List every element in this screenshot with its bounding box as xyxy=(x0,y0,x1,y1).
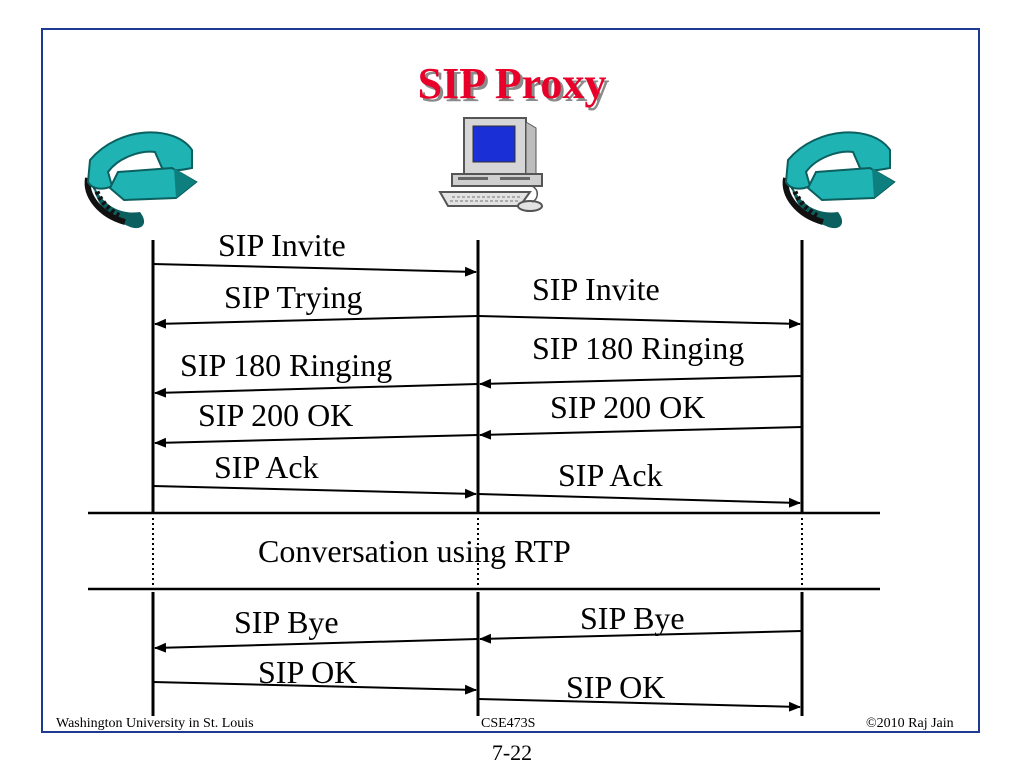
msg-label: SIP Invite xyxy=(532,271,660,307)
msg-label: SIP Bye xyxy=(580,600,685,636)
msg-label: SIP 200 OK xyxy=(198,397,354,433)
slide-title: SIP Proxy xyxy=(417,59,607,108)
arrow-bye-callee-to-proxy xyxy=(479,630,803,644)
right-telephone-icon xyxy=(782,131,896,229)
arrow-ok-callee-to-proxy xyxy=(479,426,803,440)
arrow-ok-caller-to-proxy xyxy=(152,681,477,695)
msg-label: SIP Ack xyxy=(558,457,663,493)
msg-label: SIP Ack xyxy=(214,449,319,485)
arrow-ok-proxy-to-callee xyxy=(477,698,801,712)
msg-label: SIP OK xyxy=(566,669,666,705)
msg-label: SIP 180 Ringing xyxy=(180,347,393,383)
arrow-ringing-proxy-to-caller xyxy=(154,383,479,398)
footer-right: ©2010 Raj Jain xyxy=(866,716,954,731)
proxy-computer-icon xyxy=(438,117,543,212)
arrow-invite-caller-to-proxy xyxy=(152,263,477,277)
msg-label: SIP 200 OK xyxy=(550,389,706,425)
arrow-ack-proxy-to-callee xyxy=(477,493,801,508)
msg-label: SIP 180 Ringing xyxy=(532,330,745,366)
page-number: 7-22 xyxy=(491,740,533,765)
msg-label: SIP Trying xyxy=(224,279,363,315)
arrow-invite-proxy-to-callee xyxy=(477,315,801,329)
arrow-ack-caller-to-proxy xyxy=(152,485,477,499)
arrow-trying-proxy-to-caller xyxy=(154,315,479,329)
slide-frame xyxy=(41,28,980,733)
msg-label: SIP OK xyxy=(258,654,358,690)
footer-center: CSE473S xyxy=(481,716,536,731)
conversation-label: Conversation using RTP xyxy=(258,533,571,569)
msg-label: SIP Bye xyxy=(234,604,339,640)
msg-label: SIP Invite xyxy=(218,227,346,263)
arrow-bye-proxy-to-caller xyxy=(154,638,479,653)
left-telephone-icon xyxy=(84,131,198,229)
arrow-ringing-callee-to-proxy xyxy=(479,375,803,389)
arrow-ok-proxy-to-caller xyxy=(154,434,479,448)
footer-left: Washington University in St. Louis xyxy=(56,716,254,731)
